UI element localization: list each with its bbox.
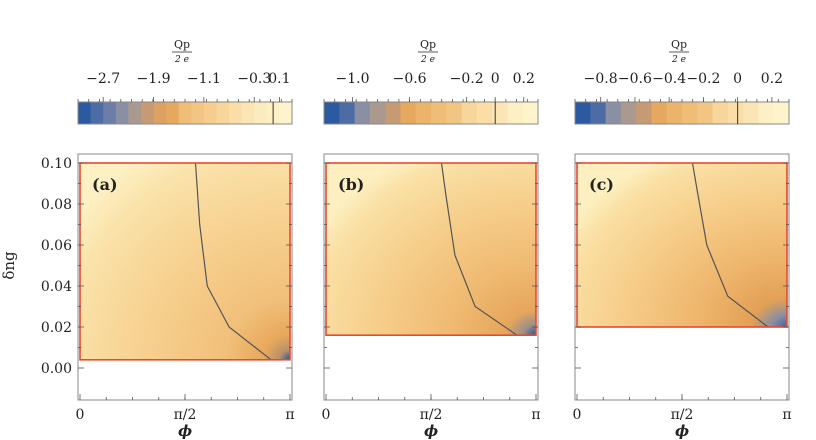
- colorbar-band: [575, 102, 591, 124]
- colorbar-tick-label: 0: [491, 71, 500, 87]
- x-axis-tick-label: 0: [322, 407, 331, 423]
- colorbar-band: [400, 102, 417, 124]
- colorbar-band: [415, 102, 432, 124]
- colorbar-tick-label: −0.3: [237, 71, 271, 87]
- colorbar-tick-label: −0.8: [584, 71, 618, 87]
- x-axis-tick-label: π: [531, 407, 540, 423]
- x-axis-tick-label: π/2: [174, 407, 197, 423]
- colorbar-band: [605, 102, 622, 124]
- colorbar-band: [682, 102, 698, 124]
- colorbar-band: [446, 102, 463, 124]
- colorbar-band: [369, 102, 386, 124]
- colorbar-band: [727, 102, 744, 124]
- colorbar-band: [241, 102, 255, 124]
- colorbar-tick-label: −0.6: [393, 71, 427, 87]
- colorbar-band: [153, 102, 167, 124]
- colorbar-tick-label: −0.2: [686, 71, 720, 87]
- colorbar-label-numerator: Qp: [671, 38, 687, 51]
- y-axis-tick-label: 0.10: [41, 156, 72, 172]
- colorbar-band: [90, 102, 104, 124]
- colorbar-label-denominator: 2 e: [671, 55, 686, 65]
- colorbar-band: [522, 102, 539, 124]
- colorbar-tick-label: −2.7: [86, 71, 120, 87]
- colorbar-tick-label: 0.1: [268, 71, 290, 87]
- zero-contour-line: [691, 162, 769, 328]
- colorbar-band: [666, 102, 683, 124]
- contour-fill-region: [80, 163, 290, 360]
- colorbar-tick-label: −0.2: [450, 71, 484, 87]
- colorbar-tick-label: −1.9: [137, 71, 171, 87]
- x-axis-tick-label: π/2: [671, 407, 694, 423]
- colorbar-band: [166, 102, 180, 124]
- colorbar-band: [254, 102, 268, 124]
- colorbar-band: [191, 102, 205, 124]
- colorbar-label-numerator: Qp: [420, 38, 436, 51]
- colorbar-band: [758, 102, 775, 124]
- x-axis-tick-label: 0: [76, 407, 85, 423]
- colorbar-band: [636, 102, 652, 124]
- panel-label: (a): [92, 175, 118, 194]
- y-axis-tick-label: 0.06: [41, 238, 72, 254]
- colorbar-band: [651, 102, 668, 124]
- zero-contour-line: [194, 162, 272, 361]
- colorbar-band: [78, 102, 92, 124]
- x-axis-label: ϕ: [424, 422, 438, 440]
- colorbar-band: [743, 102, 759, 124]
- colorbar-band: [324, 102, 340, 124]
- colorbar-band: [620, 102, 637, 124]
- colorbar-band: [712, 102, 729, 124]
- colorbar-tick-label: 0.2: [513, 71, 535, 87]
- colorbar-band: [431, 102, 447, 124]
- colorbar-tick-label: −1.0: [336, 71, 370, 87]
- colorbar-band: [590, 102, 607, 124]
- y-axis-label: δng: [0, 251, 18, 280]
- colorbar-band: [773, 102, 790, 124]
- colorbar-label-denominator: 2 e: [174, 55, 189, 65]
- x-axis-label: ϕ: [178, 422, 192, 440]
- contour-fill-region: [326, 163, 536, 336]
- x-axis-tick-label: π: [285, 407, 294, 423]
- colorbar-band: [103, 102, 117, 124]
- colorbar-band: [279, 102, 293, 124]
- colorbar-band: [492, 102, 508, 124]
- colorbar-band: [354, 102, 371, 124]
- colorbar-band: [140, 102, 155, 124]
- panel-label: (b): [338, 175, 364, 194]
- colorbar-band: [476, 102, 493, 124]
- colorbar-band: [203, 102, 217, 124]
- colorbar-band: [385, 102, 401, 124]
- colorbar-band: [339, 102, 356, 124]
- colorbar-tick-label: 0.2: [761, 71, 783, 87]
- x-axis-tick-label: π: [782, 407, 791, 423]
- y-axis-tick-label: 0.08: [41, 197, 72, 213]
- x-axis-tick-label: π/2: [420, 407, 443, 423]
- x-axis-label: ϕ: [675, 422, 689, 440]
- colorbar-band: [128, 102, 142, 124]
- contour-fill-region: [577, 163, 787, 327]
- region-boundary: [325, 162, 537, 336]
- y-axis-tick-label: 0.00: [41, 361, 72, 377]
- colorbar-tick-label: −0.6: [618, 71, 652, 87]
- region-boundary: [79, 162, 291, 361]
- colorbar-tick-label: −1.1: [187, 71, 221, 87]
- colorbar-band: [229, 102, 243, 124]
- y-axis-tick-label: 0.04: [41, 279, 72, 295]
- x-axis-tick-label: 0: [573, 407, 582, 423]
- colorbar-label-denominator: 2 e: [420, 55, 435, 65]
- colorbar-label-numerator: Qp: [174, 38, 190, 51]
- colorbar-tick-label: 0: [733, 71, 742, 87]
- y-axis-tick-label: 0.02: [41, 320, 72, 336]
- colorbar-tick-label: −0.4: [652, 71, 686, 87]
- colorbar-band: [178, 102, 192, 124]
- panel-label: (c): [589, 175, 614, 194]
- colorbar-band: [115, 102, 129, 124]
- colorbar-band: [507, 102, 524, 124]
- colorbar-band: [461, 102, 478, 124]
- colorbar-band: [216, 102, 230, 124]
- colorbar-band: [697, 102, 714, 124]
- zero-contour-line: [440, 162, 518, 336]
